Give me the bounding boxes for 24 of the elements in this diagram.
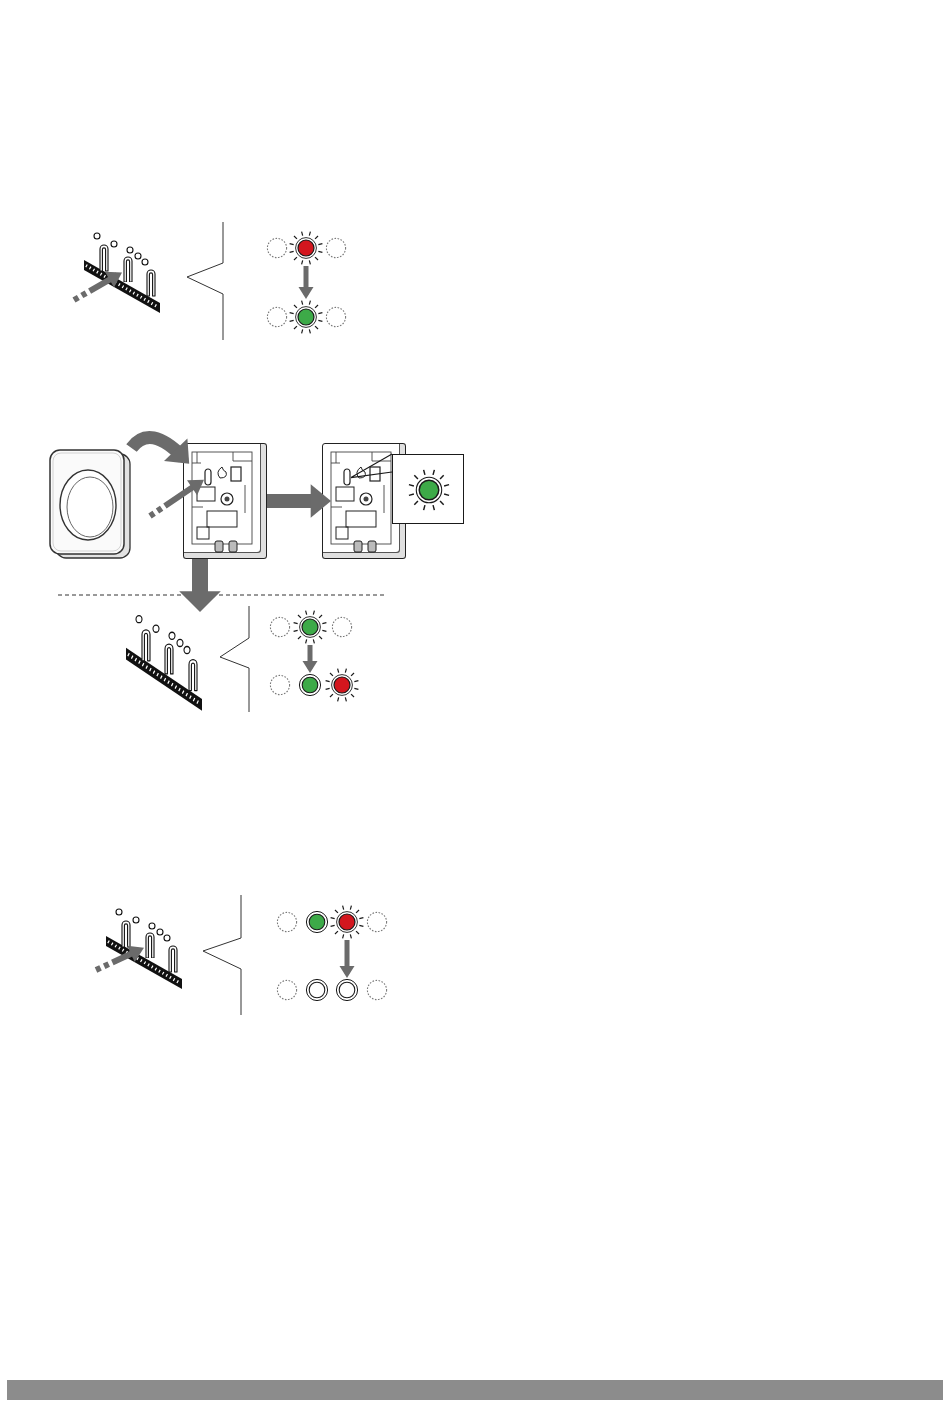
- blinking-led: [407, 468, 451, 512]
- unlit-led: [335, 978, 359, 1002]
- arrow: [267, 484, 331, 518]
- arrow: [302, 645, 318, 673]
- thermostat-drawing: [48, 448, 132, 560]
- leader-line: [350, 453, 393, 479]
- push-arrow: [148, 479, 204, 519]
- push-button: [144, 932, 156, 958]
- push-arrow: [94, 945, 144, 973]
- arrow: [339, 940, 355, 978]
- blinking-led: [288, 230, 324, 266]
- blinking-led: [292, 609, 328, 645]
- push-arrow: [72, 271, 122, 303]
- blinking-led: [288, 299, 324, 335]
- curved-arrow: [126, 431, 190, 464]
- blinking-led: [329, 904, 365, 940]
- arrow: [298, 266, 314, 299]
- lit-led: [298, 673, 322, 697]
- magnified-inset: [392, 454, 464, 524]
- back-plate: [183, 443, 267, 559]
- arrow: [179, 559, 221, 612]
- indicator-window: [343, 468, 351, 486]
- push-button: [204, 468, 212, 486]
- push-button: [122, 256, 134, 282]
